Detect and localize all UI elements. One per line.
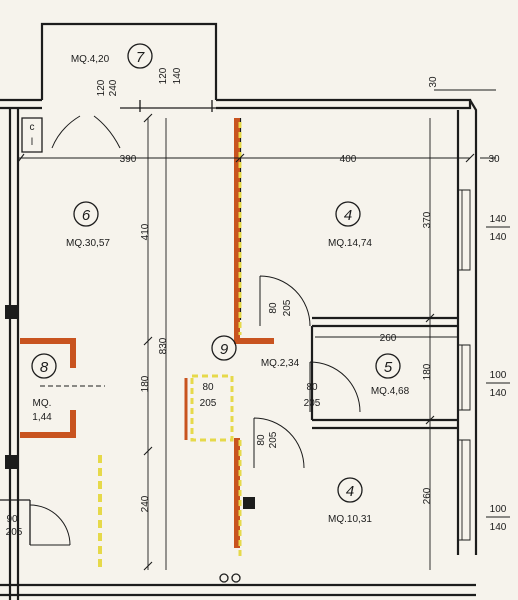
opening-bottom: 205 <box>304 398 321 409</box>
opening-top: 140 <box>490 214 507 225</box>
opening-top: 100 <box>490 504 507 515</box>
room-number: 8 <box>40 359 49 376</box>
opening-top: 80 <box>268 302 279 314</box>
door-arc-room4b <box>253 417 305 469</box>
opening-top: 90 <box>6 514 18 525</box>
opening-bottom: 205 <box>282 299 293 316</box>
pillar <box>5 455 19 469</box>
opening-top: 80 <box>306 382 318 393</box>
dim-height-right-mid: 180 <box>422 363 433 380</box>
closet-wall <box>70 410 76 438</box>
room-area: MQ.10,31 <box>328 514 372 525</box>
opening-bottom: 205 <box>268 431 279 448</box>
dim-height-left-total: 830 <box>158 337 169 354</box>
dimension-lines <box>17 89 496 571</box>
dimension-values: 30 30 390 400 410 830 180 240 370 180 26… <box>120 76 500 512</box>
windows <box>458 189 471 541</box>
dim-height-left-upper: 410 <box>140 223 151 240</box>
room-number: 9 <box>220 341 229 358</box>
opening-bottom: 140 <box>490 388 507 399</box>
room-number: 5 <box>384 359 393 376</box>
door-arc-room4 <box>259 275 311 327</box>
room-area: MQ.30,57 <box>66 238 110 249</box>
new-wall-segment <box>234 438 240 548</box>
room-area: MQ.4,20 <box>71 54 110 65</box>
pipe-symbol <box>219 573 229 583</box>
room-area: MQ.4,68 <box>371 386 410 397</box>
opening-bottom: 240 <box>108 79 119 96</box>
door-arc-bottom-left <box>29 504 71 546</box>
dim-height-left-mid: 180 <box>140 375 151 392</box>
new-wall-segment <box>234 338 274 344</box>
opening-bottom: 140 <box>490 232 507 243</box>
pillar <box>5 305 19 319</box>
closet-wall <box>20 338 76 344</box>
room-numbers: 7 6 8 4 9 5 4 <box>31 43 401 503</box>
closet-wall <box>20 432 76 438</box>
opening-top: 80 <box>202 382 214 393</box>
doors <box>29 115 361 546</box>
dim-height-left-lower: 240 <box>140 495 151 512</box>
room-area: MQ. <box>33 398 52 409</box>
dim-top-wall: 30 <box>488 154 500 165</box>
new-wall-segment <box>234 118 240 338</box>
opening-top: 80 <box>256 434 267 446</box>
door-arc-room5 <box>309 361 361 413</box>
room-area: 1,44 <box>32 412 52 423</box>
room-number: 6 <box>82 207 91 224</box>
balcony-door-arc <box>51 115 121 149</box>
dim-height-right-lower: 260 <box>422 487 433 504</box>
opening-bottom: 140 <box>172 67 183 84</box>
opening-bottom: 205 <box>200 398 217 409</box>
pillar <box>243 497 255 509</box>
room-area: MQ.14,74 <box>328 238 372 249</box>
room-areas: MQ.4,20 MQ.30,57 MQ. 1,44 MQ.14,74 MQ.2,… <box>32 54 409 525</box>
opening-top: 120 <box>96 79 107 96</box>
dim-height-right-upper: 370 <box>422 211 433 228</box>
room-number: 4 <box>346 483 354 500</box>
opening-bottom: 140 <box>490 522 507 533</box>
room-number: 7 <box>136 49 145 66</box>
closet-wall <box>70 338 76 368</box>
new-walls <box>20 118 274 548</box>
dim-width-left: 390 <box>120 154 137 165</box>
dim-width-right: 400 <box>340 154 357 165</box>
cl-label: c <box>30 122 35 133</box>
pipe-symbol <box>231 573 241 583</box>
dim-width-room5: 260 <box>380 333 397 344</box>
room-area: MQ.2,34 <box>261 358 300 369</box>
opening-top: 120 <box>158 67 169 84</box>
cl-label: l <box>31 137 33 148</box>
opening-top: 100 <box>490 370 507 381</box>
room-number: 4 <box>344 207 352 224</box>
dim-balcony-wall: 30 <box>428 76 439 88</box>
opening-bottom: 205 <box>6 527 23 538</box>
opening-fractions: 120 240 120 140 140 140 100 140 100 140 … <box>6 67 510 538</box>
